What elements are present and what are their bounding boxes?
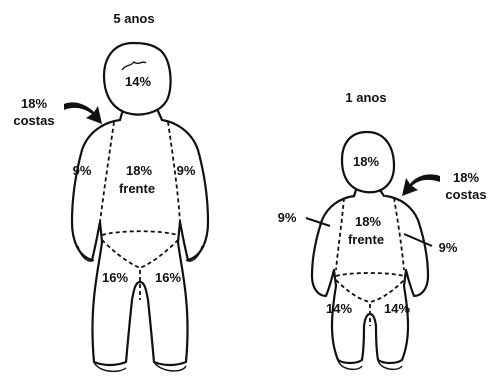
child-5-body-outline bbox=[72, 120, 208, 365]
figure-5-years bbox=[64, 43, 208, 371]
pointer-1-right-arm bbox=[404, 234, 432, 246]
pointer-1-left-arm bbox=[306, 218, 330, 226]
curved-arrow-left-icon bbox=[402, 174, 440, 196]
label-1-right-arm: 9% bbox=[439, 240, 458, 255]
label-1-right-leg: 14% bbox=[384, 301, 410, 316]
child-1-left-arm-boundary bbox=[336, 198, 344, 270]
label-5-head: 14% bbox=[125, 74, 151, 89]
child-5-hair bbox=[122, 62, 146, 70]
label-1-front-word: frente bbox=[348, 232, 384, 247]
label-5-front-word: frente bbox=[119, 181, 155, 196]
curved-arrow-right-icon bbox=[64, 102, 102, 124]
label-1-back-percent: 18% bbox=[453, 170, 479, 185]
label-5-left-arm: 9% bbox=[73, 163, 92, 178]
title-5-years: 5 anos bbox=[113, 11, 154, 26]
child-1-right-arm-boundary bbox=[394, 198, 404, 270]
child-5-pelvis-boundary bbox=[102, 231, 178, 268]
label-5-right-leg: 16% bbox=[155, 270, 181, 285]
label-1-head: 18% bbox=[353, 154, 379, 169]
label-5-right-arm: 9% bbox=[177, 163, 196, 178]
label-5-front-percent: 18% bbox=[126, 163, 152, 178]
label-5-back-word: costas bbox=[13, 113, 54, 128]
label-1-left-leg: 14% bbox=[326, 301, 352, 316]
child-5-left-arm-boundary bbox=[100, 122, 114, 222]
label-5-left-leg: 16% bbox=[102, 270, 128, 285]
label-1-back-word: costas bbox=[445, 187, 486, 202]
label-1-front-percent: 18% bbox=[355, 214, 381, 229]
child-1-pelvis-boundary bbox=[336, 273, 404, 302]
title-1-year: 1 anos bbox=[345, 90, 386, 105]
label-1-left-arm: 9% bbox=[278, 210, 297, 225]
label-5-back-percent: 18% bbox=[21, 96, 47, 111]
